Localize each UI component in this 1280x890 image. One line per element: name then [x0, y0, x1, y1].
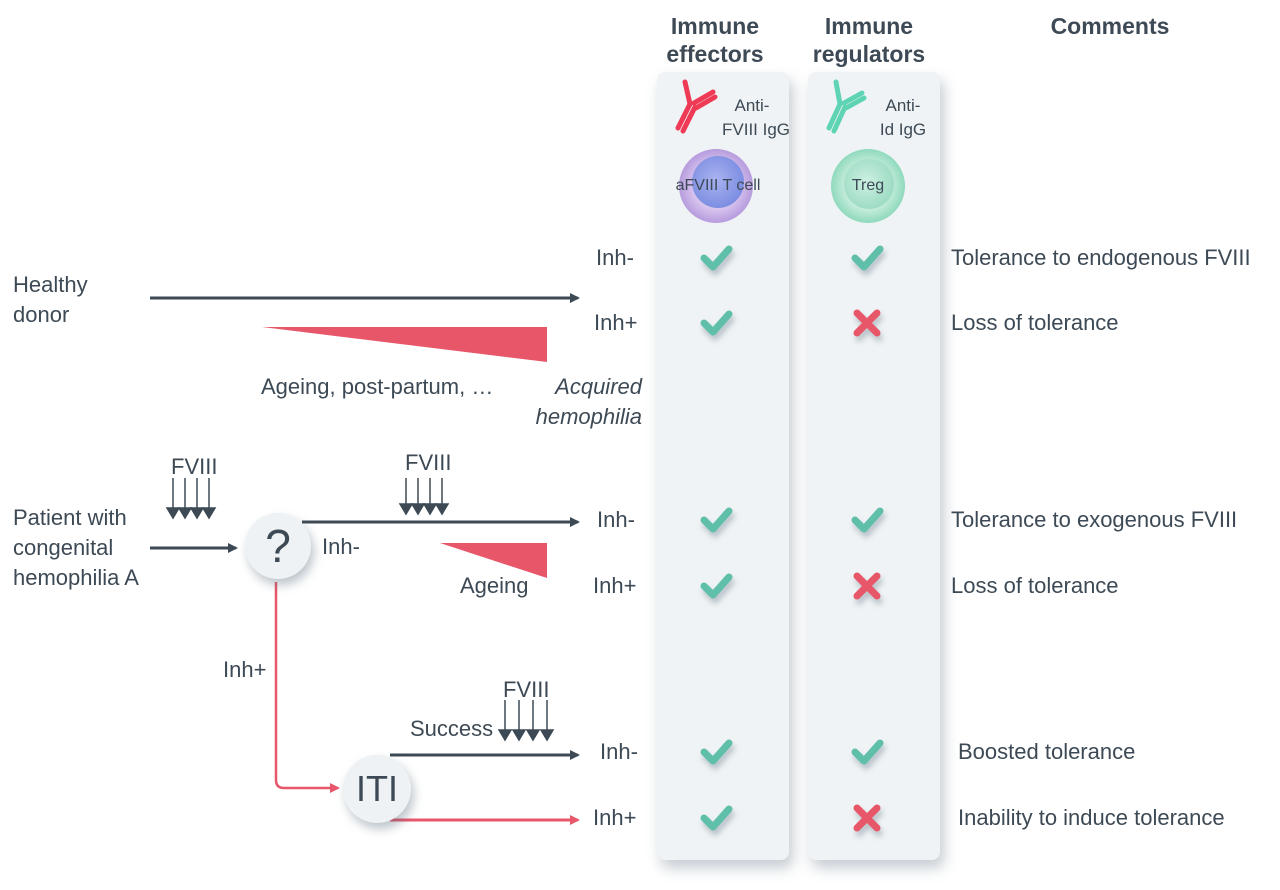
anti-id-igg-label-line1: Anti- [885, 96, 921, 115]
check-icon [847, 500, 887, 540]
comment-text: Tolerance to endogenous FVIII [951, 245, 1251, 270]
inhibitor-status-label: Inh- [597, 507, 635, 532]
acquired-hemophilia-label: Acquired hemophilia [525, 372, 642, 432]
fviii-label-2: FVIII [405, 450, 452, 475]
anti-fviii-igg-label-line2: FVIII IgG [722, 120, 791, 139]
inhibitor-status-label: Inh+ [593, 573, 637, 598]
anti-id-igg-icon [826, 79, 867, 134]
patient-line1: Patient with [13, 505, 127, 530]
cross-icon [847, 566, 887, 606]
header-immune-effectors: Immune effectors [655, 12, 775, 68]
healthy-donor-line2: donor [13, 302, 70, 327]
iti-bubble: ITI [343, 755, 411, 823]
header-regulators-line2: regulators [812, 41, 926, 67]
inh-plus-branch-path [274, 582, 340, 793]
comment-text: Boosted tolerance [958, 739, 1136, 764]
cross-icon [847, 303, 887, 343]
comment-text: Loss of tolerance [951, 310, 1119, 335]
header-effectors-line1: Immune [670, 13, 760, 39]
inhibitor-status-label: Inh- [600, 739, 638, 764]
anti-id-igg-label: Anti- Id IgG [878, 94, 928, 142]
header-effectors-line2: effectors [666, 41, 764, 67]
ageing-wedge-patient [440, 543, 547, 578]
iti-label: ITI [356, 768, 398, 809]
fviii-label-1: FVIII [171, 454, 218, 479]
patient-line3: hemophilia A [13, 565, 139, 590]
check-icon [696, 238, 736, 278]
check-icon [696, 500, 736, 540]
anti-id-igg-label-line2: Id IgG [879, 120, 927, 139]
healthy-donor-label: Healthy donor [13, 270, 88, 330]
cross-icon [847, 798, 887, 838]
inhibitor-status-label: Inh+ [594, 310, 638, 335]
fviii-dose-arrows-2 [398, 478, 450, 516]
question-mark: ? [265, 520, 291, 572]
header-regulators-line1: Immune [824, 13, 914, 39]
anti-fviii-igg-label: Anti- FVIII IgG [722, 94, 791, 142]
acquired-line2: hemophilia [535, 404, 642, 429]
anti-fviii-igg-icon [675, 79, 718, 134]
fviii-dose-arrows-3 [497, 700, 555, 742]
check-icon [696, 303, 736, 343]
ageing-wedge-healthy [262, 327, 547, 362]
header-comments: Comments [1050, 13, 1170, 39]
afviii-t-cell-label: aFVIII T cell [675, 177, 761, 194]
healthy-donor-line1: Healthy [13, 272, 88, 297]
ageing-postpartum-label: Ageing, post-partum, … [261, 374, 494, 399]
ageing-label: Ageing [460, 573, 529, 598]
patient-line2: congenital [13, 535, 114, 560]
patient-label: Patient with congenital hemophilia A [13, 503, 139, 593]
anti-fviii-igg-label-line1: Anti- [734, 96, 770, 115]
question-bubble: ? [245, 513, 311, 579]
inh-plus-branch-label: Inh+ [223, 657, 267, 682]
treg-label: Treg [851, 177, 885, 194]
check-icon [847, 238, 887, 278]
success-label: Success [410, 716, 494, 741]
check-icon [696, 732, 736, 772]
check-icon [696, 798, 736, 838]
check-icon [696, 566, 736, 606]
fviii-dose-arrows-1 [165, 478, 217, 520]
acquired-line1: Acquired [555, 374, 642, 399]
comment-text: Inability to induce tolerance [958, 805, 1225, 830]
treg-cell-icon [831, 149, 905, 223]
afviii-t-cell-icon [679, 149, 753, 223]
inhibitor-status-label: Inh+ [593, 805, 637, 830]
inhibitor-status-label: Inh- [596, 245, 634, 270]
inh-minus-branch-label: Inh- [322, 534, 360, 559]
check-icon [847, 732, 887, 772]
comment-text: Tolerance to exogenous FVIII [951, 507, 1238, 532]
header-immune-regulators: Immune regulators [805, 12, 933, 68]
fviii-label-3: FVIII [503, 677, 550, 702]
comment-text: Loss of tolerance [951, 573, 1119, 598]
